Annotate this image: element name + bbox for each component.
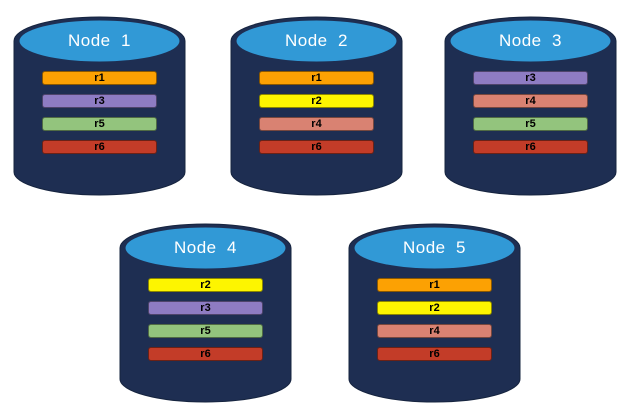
- replica-bar-r5: r5: [148, 324, 263, 338]
- node-title: Node 3: [498, 31, 563, 50]
- replica-bar-r4: r4: [473, 94, 588, 108]
- node-cylinder-4: Node 4 r2 r3 r5 r6: [118, 221, 293, 407]
- replica-bar-r6: r6: [259, 140, 374, 154]
- replica-list: r1 r2 r4 r6: [259, 71, 374, 163]
- node-cylinder-3: Node 3 r3 r4 r5 r6: [443, 14, 618, 200]
- replica-list: r1 r3 r5 r6: [42, 71, 157, 163]
- replica-bar-r3: r3: [473, 71, 588, 85]
- replica-bar-r2: r2: [377, 301, 492, 315]
- node-title: Node 1: [67, 31, 132, 50]
- replica-bar-r1: r1: [377, 278, 492, 292]
- replica-bar-r6: r6: [148, 347, 263, 361]
- node-cylinder-5: Node 5 r1 r2 r4 r6: [347, 221, 522, 407]
- replica-bar-r1: r1: [259, 71, 374, 85]
- replica-bar-r1: r1: [42, 71, 157, 85]
- node-cylinder-2: Node 2 r1 r2 r4 r6: [229, 14, 404, 200]
- node-cylinder-1: Node 1 r1 r3 r5 r6: [12, 14, 187, 200]
- replica-bar-r5: r5: [473, 117, 588, 131]
- replica-bar-r6: r6: [42, 140, 157, 154]
- replica-bar-r5: r5: [42, 117, 157, 131]
- replica-list: r3 r4 r5 r6: [473, 71, 588, 163]
- replica-bar-r3: r3: [42, 94, 157, 108]
- node-title: Node 5: [402, 238, 467, 257]
- replica-bar-r3: r3: [148, 301, 263, 315]
- replica-bar-r6: r6: [377, 347, 492, 361]
- replica-bar-r4: r4: [259, 117, 374, 131]
- node-title: Node 2: [284, 31, 349, 50]
- replica-bar-r2: r2: [148, 278, 263, 292]
- replica-bar-r2: r2: [259, 94, 374, 108]
- replica-bar-r6: r6: [473, 140, 588, 154]
- node-title: Node 4: [173, 238, 238, 257]
- replica-list: r2 r3 r5 r6: [148, 278, 263, 370]
- replica-bar-r4: r4: [377, 324, 492, 338]
- replica-list: r1 r2 r4 r6: [377, 278, 492, 370]
